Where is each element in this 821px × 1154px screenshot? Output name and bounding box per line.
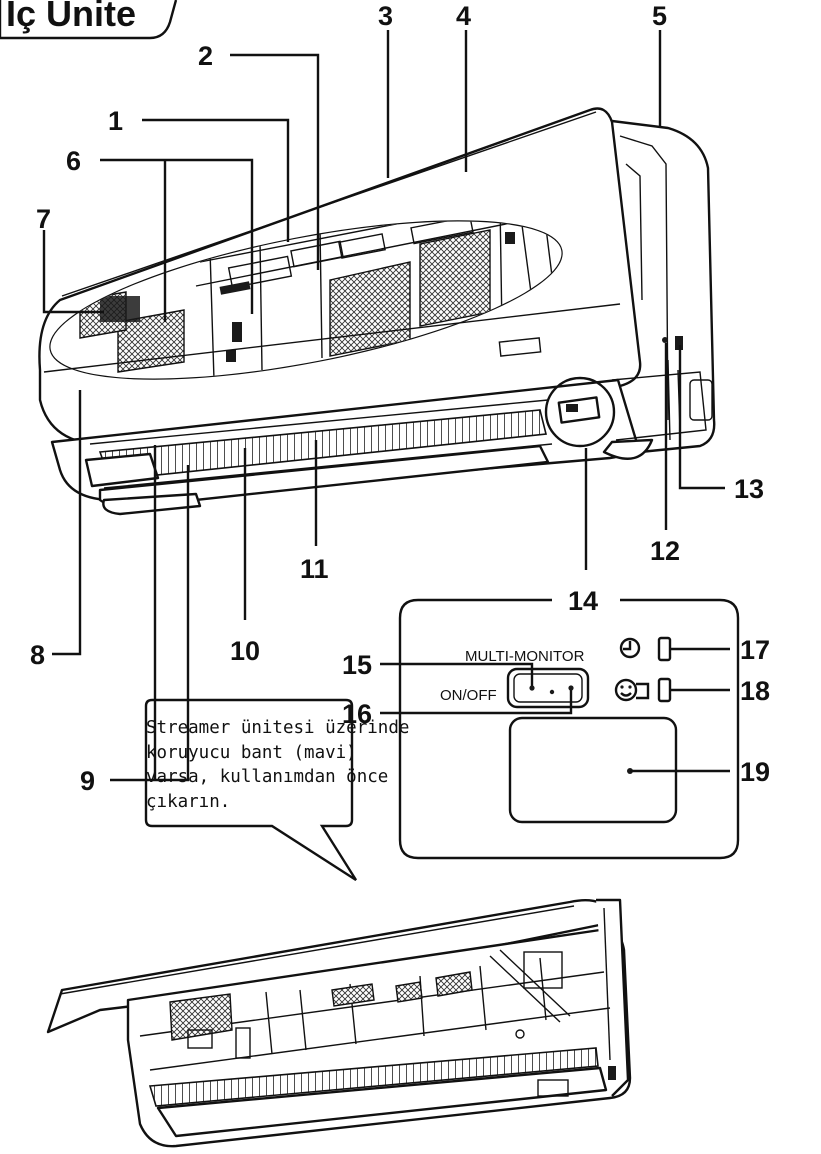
callout-number-5: 5 [652, 1, 667, 31]
callout-number-12: 12 [650, 536, 680, 566]
title-badge: İç Ünite [0, 0, 178, 40]
on-off-button-frame [506, 667, 590, 709]
note-callout-bubble [144, 698, 358, 882]
callout-number-4: 4 [456, 1, 471, 31]
callout-number-8: 8 [30, 640, 45, 670]
timer-icon [619, 637, 641, 659]
callout-number-1: 1 [108, 106, 123, 136]
callout-number-11: 11 [300, 554, 329, 584]
note-callout-text: Streamer ünitesi üzerinde koruyucu bant … [146, 716, 410, 814]
indoor-unit-open-illustration [46, 898, 632, 1148]
multi-monitor-label: MULTI-MONITOR [465, 648, 585, 665]
multi-monitor-lamp [529, 685, 535, 691]
callout-number-9: 9 [80, 766, 95, 796]
note-line-4: çıkarın. [146, 791, 231, 812]
callout-number-3: 3 [378, 1, 393, 31]
callout-number-15: 15 [342, 650, 372, 680]
note-line-2: koruyucu bant (mavi) [146, 742, 357, 763]
intelligent-eye-lamp [657, 677, 672, 703]
note-line-1: Streamer ünitesi üzerinde [146, 718, 410, 738]
intelligent-eye-icon [614, 678, 650, 702]
timer-lamp [657, 636, 672, 662]
callout-number-6: 6 [66, 146, 81, 176]
display-panel: MULTI-MONITOR ON/OFF 15 16 17 18 [342, 598, 770, 860]
title-text: İç Ünite [6, 0, 136, 34]
callout-number-10: 10 [230, 636, 260, 666]
on-off-switch-dot [568, 685, 574, 691]
indoor-unit-illustration [38, 107, 716, 516]
callout-numbers: 1 2 3 4 5 6 7 8 9 10 11 12 13 14 [30, 1, 764, 796]
callout-number-7: 7 [36, 204, 51, 234]
note-line-3: varsa, kullanımdan önce [146, 767, 389, 787]
callout-number-18: 18 [740, 676, 770, 706]
callout-number-2: 2 [198, 41, 213, 71]
callout-leaders [42, 30, 725, 782]
on-off-label: ON/OFF [440, 687, 497, 704]
callout-number-13: 13 [734, 474, 764, 504]
callout-number-19: 19 [740, 757, 770, 787]
callout-number-16: 16 [342, 699, 372, 729]
callout-number-17: 17 [740, 635, 770, 665]
callout-number-14: 14 [568, 586, 598, 616]
